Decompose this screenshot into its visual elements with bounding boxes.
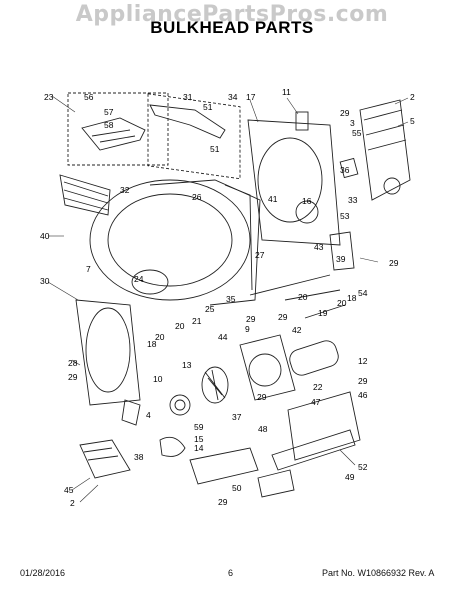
callout-label: 47 [311, 397, 321, 407]
callout-label: 58 [104, 120, 114, 130]
callout-label: 14 [194, 443, 204, 453]
air-duct [79, 439, 131, 479]
front-bulkhead [75, 299, 141, 406]
callout-label: 4 [146, 410, 151, 420]
callout-label: 33 [348, 195, 358, 205]
callout-label: 41 [268, 194, 278, 204]
callout-label: 29 [257, 392, 267, 402]
callout-label: 38 [134, 452, 144, 462]
drive-motor [289, 340, 339, 376]
callout-label: 51 [203, 102, 213, 112]
callout-label: 2 [410, 92, 415, 102]
bracket-part [81, 117, 146, 151]
lint-screen [59, 174, 111, 216]
footer-date: 01/28/2016 [20, 568, 66, 578]
callout-label: 32 [120, 185, 130, 195]
callout-label: 39 [336, 254, 346, 264]
callout-label: 29 [246, 314, 256, 324]
callout-label: 3 [350, 118, 355, 128]
callout-label: 10 [153, 374, 163, 384]
callout-label: 29 [278, 312, 288, 322]
callout-label: 18 [347, 293, 357, 303]
callout-label: 29 [389, 258, 399, 268]
callout-label: 54 [358, 288, 368, 298]
callout-label: 21 [192, 316, 202, 326]
callout-label: 40 [40, 231, 50, 241]
watermark: AppliancePartsPros.com [75, 2, 389, 27]
callout-label: 22 [313, 382, 323, 392]
callout-label: 46 [358, 390, 368, 400]
callout-label: 9 [245, 324, 250, 334]
callout-label: 24 [134, 274, 144, 284]
callout-label: 48 [258, 424, 268, 434]
callout-label: 29 [358, 376, 368, 386]
wire-harness [189, 447, 259, 485]
callout-label: 37 [232, 412, 242, 422]
callout-label: 13 [182, 360, 192, 370]
footer-part-number: Part No. W10866932 Rev. A [322, 568, 435, 578]
callout-label: 49 [345, 472, 355, 482]
callout-label: 50 [232, 483, 242, 493]
callout-label: 12 [358, 356, 368, 366]
callout-label: 27 [255, 250, 265, 260]
belt [159, 436, 186, 457]
callout-label: 53 [340, 211, 350, 221]
callout-label: 20 [298, 292, 308, 302]
bracket-group-box [67, 92, 169, 166]
page-title: BULKHEAD PARTS [150, 18, 314, 37]
callout-label: 34 [228, 92, 238, 102]
callout-label: 29 [340, 108, 350, 118]
blower-housing [239, 334, 296, 401]
callout-label: 19 [318, 308, 328, 318]
callout-label: 29 [68, 372, 78, 382]
callout-label: 11 [282, 87, 291, 97]
rear-bulkhead [247, 119, 341, 246]
callout-label: 29 [218, 497, 228, 507]
drum-front-rim [89, 179, 251, 301]
callout-label: 23 [44, 92, 54, 102]
callout-label: 42 [292, 325, 302, 335]
callout-label: 45 [64, 485, 74, 495]
callout-label: 18 [147, 339, 157, 349]
callout-label: 51 [210, 144, 220, 154]
blower-wheel [201, 366, 229, 404]
callout-label: 30 [40, 276, 50, 286]
callout-label: 28 [68, 358, 78, 368]
callout-label: 36 [340, 165, 350, 175]
callout-label: 43 [314, 242, 324, 252]
callout-label: 56 [84, 92, 94, 102]
callout-label: 57 [104, 107, 114, 117]
callout-label: 5 [410, 116, 415, 126]
heater-assembly [287, 391, 361, 461]
callout-label: 35 [226, 294, 236, 304]
bracket-group-box-2 [147, 93, 241, 180]
callout-label: 16 [302, 196, 312, 206]
footer-page-number: 6 [228, 568, 234, 578]
callout-label: 7 [86, 264, 91, 274]
callout-label: 31 [183, 92, 193, 102]
callout-label: 20 [155, 332, 165, 342]
callout-label: 2 [70, 498, 75, 508]
bracket-lower [257, 469, 295, 498]
callout-label: 20 [337, 298, 347, 308]
bracket-part-2 [149, 104, 226, 139]
callout-label: 17 [246, 92, 256, 102]
callout-label: 59 [194, 422, 204, 432]
callout-label: 26 [192, 192, 202, 202]
callout-label: 25 [205, 304, 215, 314]
callout-label: 20 [175, 321, 185, 331]
callout-label: 52 [358, 462, 368, 472]
exhaust-duct [359, 99, 411, 201]
callout-label: 55 [352, 128, 362, 138]
callout-label: 15 [194, 434, 204, 444]
callout-label: 44 [218, 332, 228, 342]
